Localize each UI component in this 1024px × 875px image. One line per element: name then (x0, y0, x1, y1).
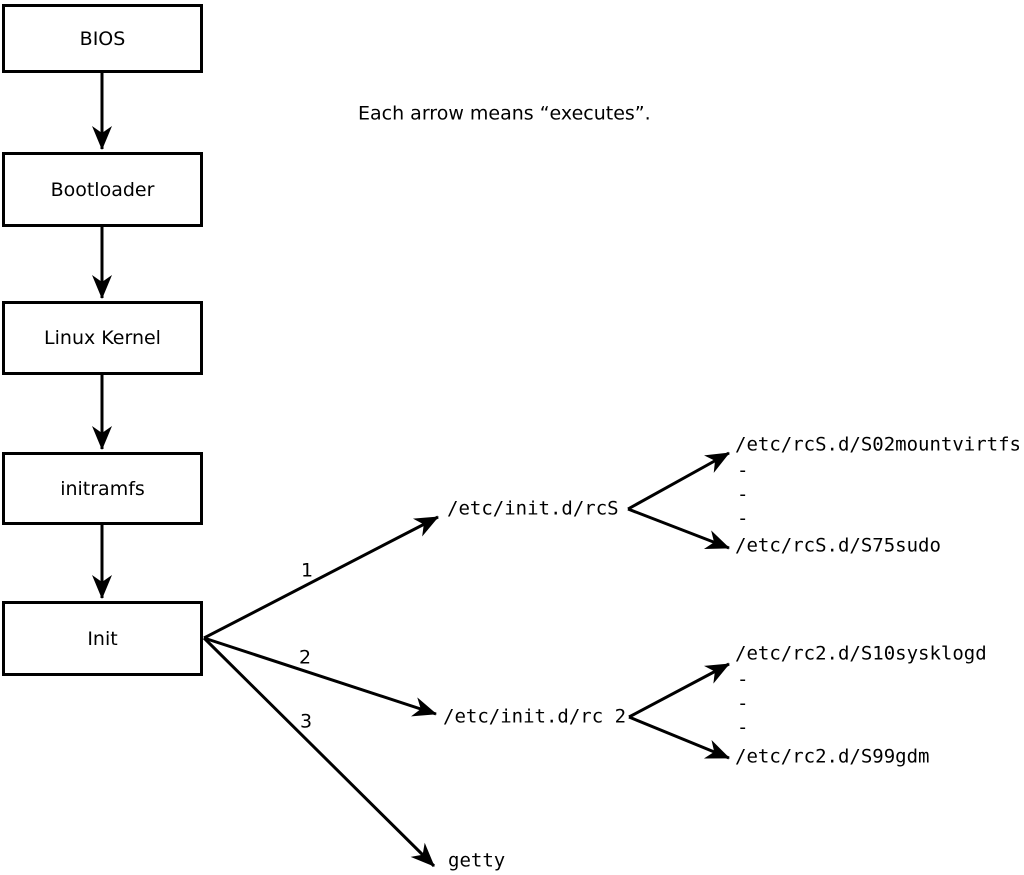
rc2-ellipsis-dash-1: - (737, 668, 749, 691)
label-rc2-first-script: /etc/rc2.d/S10sysklogd (735, 642, 987, 665)
rcs-ellipsis-dash-1: - (737, 459, 749, 482)
label-getty: getty (448, 849, 506, 872)
box-bios-label: BIOS (79, 27, 126, 50)
arrow-init-to-rc2 (203, 636, 437, 717)
box-linux-kernel-label: Linux Kernel (44, 327, 161, 349)
label-rcs-first-script: /etc/rcS.d/S02mountvirtfs (735, 433, 1021, 456)
label-rc2-last-script: /etc/rc2.d/S99gdm (735, 745, 930, 768)
rc2-ellipsis-dash-2: - (737, 692, 749, 715)
box-init: Init (2, 601, 203, 676)
label-etc-init-d-rcs: /etc/init.d/rcS (447, 497, 619, 520)
rcs-ellipsis-dash-3: - (737, 507, 749, 530)
arrow-number-1: 1 (301, 559, 314, 582)
arrow-number-3: 3 (300, 710, 313, 733)
arrow-rcs-to-s75sudo (627, 507, 730, 550)
arrow-number-2: 2 (299, 646, 312, 669)
box-bootloader: Bootloader (2, 152, 203, 227)
box-init-label: Init (87, 627, 118, 650)
rcs-ellipsis-dash-2: - (737, 483, 749, 506)
box-bootloader-label: Bootloader (50, 178, 155, 201)
arrow-rc2-to-s99gdm (628, 715, 730, 760)
box-bios: BIOS (2, 4, 203, 73)
arrow-rcs-to-s02mountvirtfs (627, 451, 730, 511)
box-initramfs-label: initramfs (60, 477, 145, 500)
arrow-init-to-getty (202, 636, 436, 868)
box-linux-kernel: Linux Kernel (2, 301, 203, 375)
legend-note: Each arrow means “executes”. (358, 102, 651, 125)
label-rcs-last-script: /etc/rcS.d/S75sudo (735, 534, 941, 557)
box-initramfs: initramfs (2, 452, 203, 525)
rc2-ellipsis-dash-3: - (737, 716, 749, 739)
arrow-init-to-rcs (203, 515, 439, 640)
label-etc-init-d-rc2: /etc/init.d/rc 2 (443, 705, 627, 728)
arrow-rc2-to-s10sysklogd (628, 662, 730, 719)
